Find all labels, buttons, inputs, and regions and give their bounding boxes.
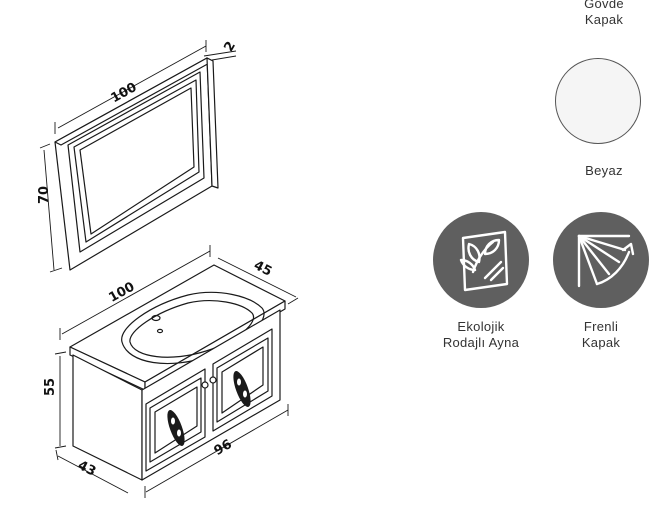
color-swatch-white[interactable] bbox=[555, 58, 641, 144]
feature-line-1: Frenli bbox=[583, 319, 619, 334]
cabinet-height-label: 55 bbox=[43, 378, 58, 396]
feature-label-soft-close: Frenli Kapak bbox=[555, 319, 647, 351]
color-panel-heading: Gövde Kapak bbox=[562, 0, 646, 28]
mirror-height-label: 70 bbox=[37, 186, 52, 204]
feature-line-1: Ekolojik bbox=[457, 319, 505, 334]
feature-line-2: Kapak bbox=[581, 335, 621, 350]
cabinet-top-depth-label: 45 bbox=[251, 258, 274, 280]
cabinet-front-width-label: 96 bbox=[212, 437, 235, 459]
cabinet-top-width-label: 100 bbox=[106, 280, 137, 306]
heading-line-2: Kapak bbox=[584, 12, 624, 27]
feature-label-eco-mirror: Ekolojik Rodajlı Ayna bbox=[421, 319, 541, 351]
swatch-name: Beyaz bbox=[585, 163, 623, 178]
cabinet-side-depth-label: 43 bbox=[75, 458, 98, 480]
heading-line-1: Gövde bbox=[584, 0, 624, 11]
mirror-drawing bbox=[39, 40, 237, 273]
feature-line-2: Rodajlı Ayna bbox=[442, 335, 520, 350]
vanity-cabinet-drawing bbox=[54, 245, 299, 498]
eco-mirror-icon bbox=[433, 212, 529, 308]
mirror-depth-label: 2 bbox=[221, 39, 239, 54]
soft-close-door-icon bbox=[553, 212, 649, 308]
